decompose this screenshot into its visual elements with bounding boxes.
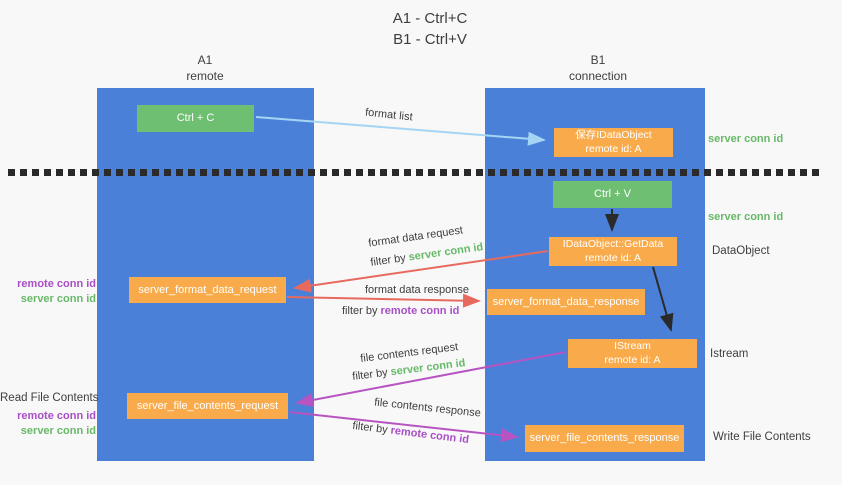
column-header-b1: B1 connection bbox=[538, 53, 658, 84]
getdata-box: IDataObject::GetData remote id: A bbox=[549, 237, 677, 266]
format-data-response-label: format data response bbox=[365, 284, 469, 296]
server-format-data-response-box: server_format_data_response bbox=[487, 289, 645, 315]
file-contents-response-label: file contents response bbox=[373, 396, 482, 420]
file-conn-id-group: remote conn id server conn id bbox=[0, 409, 96, 439]
getdata-line2: remote id: A bbox=[584, 251, 642, 264]
save-dataobject-line2: remote id: A bbox=[585, 142, 642, 155]
save-dataobject-box: 保存IDataObject remote id: A bbox=[554, 128, 673, 157]
filter-by-text: filter by bbox=[369, 251, 410, 269]
server-format-data-request-box: server_format_data_request bbox=[129, 277, 286, 303]
file-contents-response-filter-label: filter by remote conn id bbox=[352, 420, 470, 446]
filter-by-text: filter by bbox=[342, 305, 381, 317]
ctrl-v-label: Ctrl + V bbox=[594, 188, 631, 201]
istream-line1: IStream bbox=[614, 339, 651, 352]
diagram-title: A1 - Ctrl+C B1 - Ctrl+V bbox=[330, 8, 530, 50]
column-b1-name: B1 bbox=[590, 53, 606, 67]
server-conn-id-key: server conn id bbox=[389, 357, 467, 379]
save-dataobject-line1: 保存IDataObject bbox=[575, 128, 652, 141]
title-line-ctrl-v: B1 - Ctrl+V bbox=[393, 31, 467, 48]
dataobject-label: DataObject bbox=[712, 245, 770, 257]
getdata-line1: IDataObject::GetData bbox=[562, 237, 664, 250]
remote-conn-id-key: remote conn id bbox=[380, 305, 460, 317]
dashed-divider-line bbox=[8, 169, 824, 176]
server-file-contents-request-box: server_file_contents_request bbox=[127, 393, 288, 419]
format-remote-conn-id-label: remote conn id bbox=[17, 278, 96, 290]
istream-box: IStream remote id: A bbox=[568, 339, 697, 368]
format-data-response-arrow bbox=[286, 293, 481, 308]
title-line-ctrl-c: A1 - Ctrl+C bbox=[392, 10, 468, 27]
column-a1-name: A1 bbox=[197, 53, 213, 67]
file-remote-conn-id-label: remote conn id bbox=[17, 410, 96, 422]
filter-by-text: filter by bbox=[351, 366, 392, 383]
ctrl-c-label: Ctrl + C bbox=[176, 112, 215, 125]
column-b1-subtitle: connection bbox=[568, 68, 628, 83]
column-header-a1: A1 remote bbox=[145, 53, 265, 84]
istream-line2: remote id: A bbox=[604, 353, 661, 366]
server-conn-id-label-top: server conn id bbox=[708, 133, 784, 145]
ctrl-c-box: Ctrl + C bbox=[137, 105, 254, 132]
istream-side-label: Istream bbox=[710, 348, 749, 360]
server-format-data-response-label: server_format_data_response bbox=[492, 295, 640, 308]
write-file-contents-label: Write File Contents bbox=[713, 431, 811, 443]
read-file-contents-label: Read File Contents bbox=[0, 392, 99, 404]
file-server-conn-id-label: server conn id bbox=[20, 424, 96, 437]
server-format-data-request-label: server_format_data_request bbox=[138, 283, 277, 296]
remote-conn-id-key: remote conn id bbox=[389, 424, 470, 447]
format-data-response-filter-label: filter by remote conn id bbox=[342, 305, 459, 317]
filter-by-text: filter by bbox=[351, 419, 392, 437]
column-a1-subtitle: remote bbox=[186, 68, 224, 83]
format-list-label: format list bbox=[364, 106, 414, 124]
server-file-contents-request-label: server_file_contents_request bbox=[136, 399, 279, 412]
server-file-contents-response-label: server_file_contents_response bbox=[529, 432, 680, 445]
server-conn-id-key: server conn id bbox=[407, 241, 485, 264]
server-conn-id-label-mid: server conn id bbox=[708, 211, 784, 223]
ctrl-v-box: Ctrl + V bbox=[553, 181, 672, 208]
format-server-conn-id-label: server conn id bbox=[20, 292, 96, 305]
format-conn-id-group: remote conn id server conn id bbox=[0, 277, 96, 307]
server-file-contents-response-box: server_file_contents_response bbox=[525, 425, 684, 452]
